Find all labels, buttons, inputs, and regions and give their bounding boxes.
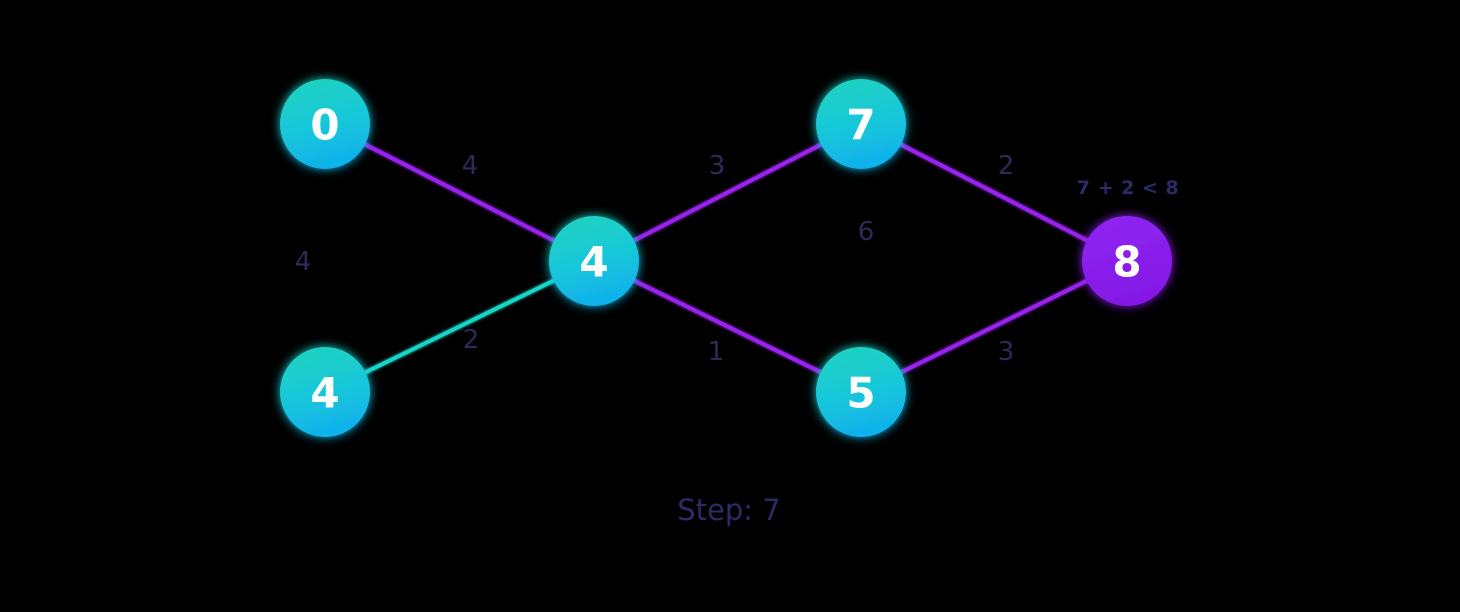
edge-weight-label: 4 [295,247,312,277]
graph-node-5-4[interactable]: 5 [816,347,906,437]
node-label: 7 [846,101,875,150]
edge-weight-label: 2 [463,325,480,355]
graph-edge-n2-n4 [592,259,863,394]
node-circle[interactable] [549,216,639,306]
edge-weight-label: 3 [998,337,1015,367]
edge-weight-labels-layer: 4 4 2 3 1 6 2 3 [295,151,1015,367]
graph-node-0-0[interactable]: 0 [280,79,370,169]
node-circle[interactable] [1082,216,1172,306]
graph-edge-n2-n3 [592,122,863,263]
edge-weight-label: 3 [709,151,726,181]
graph-node-4-1[interactable]: 4 [280,347,370,437]
node-label: 8 [1112,238,1141,287]
node-label: 4 [579,238,608,287]
graph-edge-n0-n2 [323,122,596,263]
edge-weight-label: 6 [858,217,875,247]
edge-weight-label: 4 [462,151,479,181]
edge-weight-label: 1 [708,337,725,367]
node-circle[interactable] [816,347,906,437]
node-label: 4 [310,369,339,418]
node-circle[interactable] [280,79,370,169]
edge-weight-label: 2 [998,151,1015,181]
relaxation-annotation: 7 + 2 < 8 [1077,177,1179,199]
graph-node-8-5[interactable]: 8 [1082,216,1172,306]
node-circle[interactable] [816,79,906,169]
node-label: 5 [846,369,875,418]
node-label: 0 [310,101,339,150]
nodes-layer: 0 4 4 7 5 8 [280,79,1172,437]
graph-node-7-3[interactable]: 7 [816,79,906,169]
graph-edge-n3-n5 [859,122,1129,263]
node-circle[interactable] [280,347,370,437]
step-counter-label: Step: 7 [677,493,780,527]
graph-edge-n1-n2 [323,259,596,394]
annotations-layer: 7 + 2 < 8 [1077,177,1179,199]
graph-edge-n4-n5 [859,259,1129,394]
graph-node-4-2[interactable]: 4 [549,216,639,306]
edges-layer [323,122,1129,394]
